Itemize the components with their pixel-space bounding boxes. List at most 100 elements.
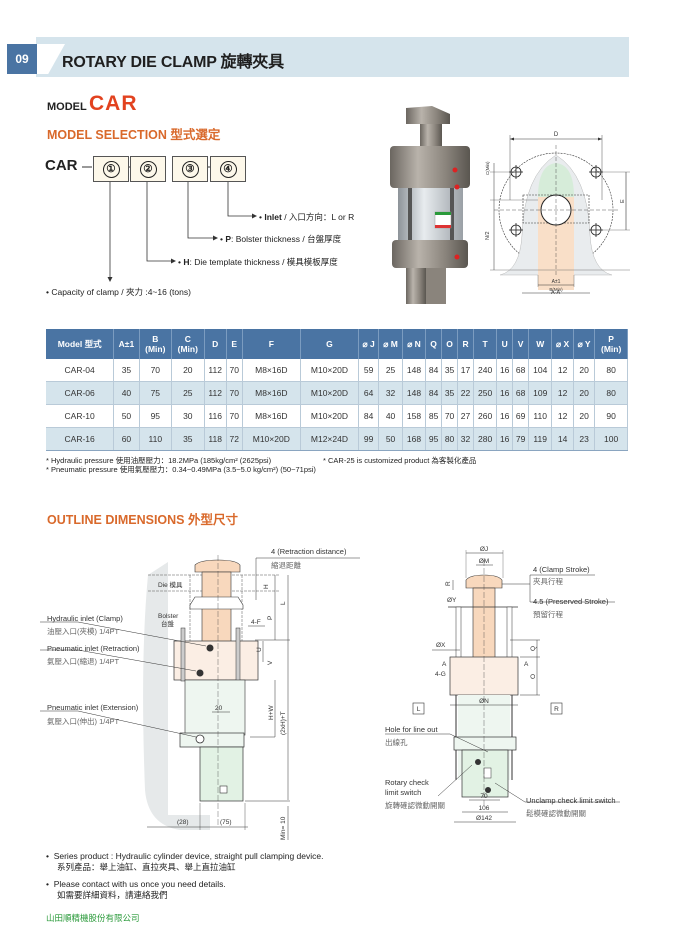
table-cell: M8×16D <box>242 359 301 382</box>
retraction-distance-label-cn: 縮退距離 <box>271 561 301 570</box>
table-cell: CAR-16 <box>46 427 115 451</box>
hole-line-out-label: Hole for line out <box>385 725 438 734</box>
table-cell: 119 <box>528 427 553 451</box>
table-cell: 85 <box>425 404 443 428</box>
column-header: ⌀ N <box>402 329 427 359</box>
table-cell: CAR-06 <box>46 381 115 405</box>
table-cell: 240 <box>473 359 498 382</box>
dim-n2: N/2 <box>485 231 491 240</box>
code-slot-1: ① <box>93 156 129 182</box>
column-header: T <box>473 329 498 359</box>
table-cell: 35 <box>441 381 459 405</box>
table-cell: 32 <box>457 427 475 451</box>
table-cell: 59 <box>358 359 380 382</box>
table-cell: 20 <box>573 381 596 405</box>
dim-e: E <box>620 199 626 203</box>
table-cell: 68 <box>512 381 530 405</box>
table-cell: 70 <box>226 359 243 382</box>
table-cell: 118 <box>204 427 227 451</box>
table-cell: 148 <box>402 359 427 382</box>
table-cell: M10×20D <box>300 381 360 405</box>
table-cell: 99 <box>358 427 380 451</box>
dim-c: C(Min) <box>485 161 490 175</box>
table-cell: 250 <box>473 381 498 405</box>
table-cell: 12 <box>551 381 574 405</box>
note-bolster: • P: Bolster thickness / 台盤厚度 <box>220 234 342 244</box>
bolster-label-en: Bolster <box>158 613 179 620</box>
column-header: ⌀ X <box>551 329 574 359</box>
table-cell: 112 <box>204 359 227 382</box>
dim-4g: 4-G <box>435 671 446 678</box>
dim-70: 70 <box>480 793 488 800</box>
dim-2ht: (2xH)+T <box>280 711 287 735</box>
outline-title: OUTLINE DIMENSIONS 外型尺寸 <box>47 513 238 527</box>
table-cell: 25 <box>171 381 205 405</box>
footer-bullet-1: • Series product : Hydraulic cylinder de… <box>46 851 324 861</box>
table-cell: M12×24D <box>300 427 360 451</box>
table-cell: 17 <box>457 359 475 382</box>
side-view-drawing: H P L U V 4-F H+W (2xH)+T 20 (28) (75) M… <box>40 555 360 840</box>
model-code-diagram <box>82 166 257 282</box>
slot-number: ④ <box>219 160 237 178</box>
dim-n: ØN <box>479 698 489 705</box>
table-cell: M10×20D <box>300 404 360 428</box>
table-cell: M8×16D <box>242 381 301 405</box>
pneumatic-inlet-retraction-label-cn: 氣壓入口(縮退) 1/4PT <box>47 657 120 666</box>
column-header: D <box>204 329 227 359</box>
hydraulic-pressure-note: * Hydraulic pressure 使用油壓壓力：18.2MPa (185… <box>46 456 272 465</box>
table-cell: 100 <box>594 427 628 451</box>
table-cell: M8×16D <box>242 404 301 428</box>
table-cell: 22 <box>457 381 475 405</box>
table-cell: 27 <box>457 404 475 428</box>
hydraulic-inlet-clamp-label-cn: 油壓入口(夾模) 1/4PT <box>47 627 120 636</box>
table-cell: 60 <box>113 427 140 451</box>
table-cell: 90 <box>594 404 628 428</box>
table-cell: 80 <box>441 427 459 451</box>
dim-a-left: A <box>442 661 447 668</box>
table-cell: 70 <box>139 359 173 382</box>
column-header: R <box>457 329 475 359</box>
dim-l: L <box>280 601 287 605</box>
bolster-label-cn: 台盤 <box>161 619 175 628</box>
table-cell: 32 <box>378 381 403 405</box>
dim-a-right: A <box>524 661 529 668</box>
slot-number: ② <box>139 160 157 178</box>
code-slot-4: ④ <box>210 156 246 182</box>
note-capacity: • Capacity of clamp / 夾力 :4~16 (tons) <box>46 287 191 297</box>
dim-b: B(Min) <box>549 287 563 292</box>
table-cell: 84 <box>425 381 443 405</box>
code-slot-2: ② <box>130 156 166 182</box>
table-cell: 16 <box>496 404 514 428</box>
dim-o: O <box>530 674 537 679</box>
column-header: W <box>528 329 553 359</box>
section-number: 09 <box>7 44 37 74</box>
column-header: ⌀ Y <box>573 329 596 359</box>
table-cell: 168 <box>402 427 427 451</box>
rotary-check-label-cn: 旋轉確認微動開關 <box>385 801 445 810</box>
table-cell: M10×20D <box>242 427 301 451</box>
table-cell: 104 <box>528 359 553 382</box>
front-view-drawing: ØJ ØM R ØY ØX Q O A A 4-G ØN L R 70 106 … <box>385 546 620 823</box>
note-inlet: • Inlet / 入口方向：L or R <box>259 212 355 222</box>
column-header: ⌀ M <box>378 329 403 359</box>
dim-y: ØY <box>447 597 457 604</box>
dim-min10: Min= 10 <box>280 816 287 840</box>
dim-h: H <box>263 584 270 589</box>
pneumatic-pressure-note: * Pneumatic pressure 使用氣壓壓力：0.34~0.49MPa… <box>46 465 316 474</box>
dim-106: 106 <box>479 805 490 812</box>
hydraulic-inlet-clamp-label: Hydraulic inlet (Clamp) <box>47 614 123 623</box>
footer-bullet-2: • Please contact with us once you need d… <box>46 879 226 889</box>
table-cell: 16 <box>496 427 514 451</box>
column-header: Q <box>425 329 443 359</box>
table-cell: 20 <box>573 359 596 382</box>
table-cell: 64 <box>358 381 380 405</box>
table-cell: 148 <box>402 381 427 405</box>
dim-p: P <box>267 616 274 620</box>
dim-v: V <box>267 660 274 665</box>
table-cell: 16 <box>496 381 514 405</box>
dim-a: A±1 <box>552 279 561 285</box>
table-cell: 280 <box>473 427 498 451</box>
table-cell: 112 <box>204 381 227 405</box>
